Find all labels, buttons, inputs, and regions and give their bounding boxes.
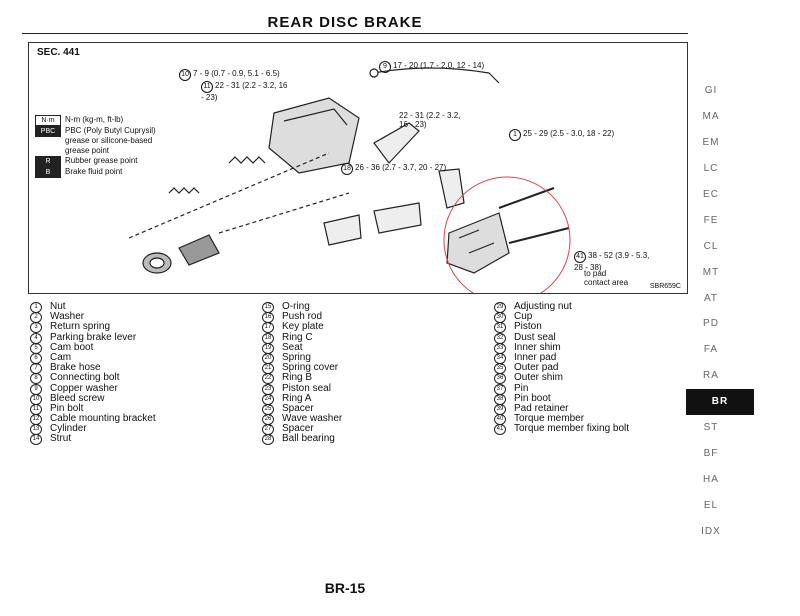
section-tab-st[interactable]: ST [703,422,719,434]
section-index-tabs: GI MA EM LC EC FE CL MT AT PD FA RA BR ST BF HA EL IDX [686,78,754,544]
page-title: REAR DISC BRAKE [267,14,423,31]
section-tab-pd[interactable]: PD [703,318,719,330]
section-tab-ec[interactable]: EC [703,189,719,200]
rubber-grease-icon: R [35,156,61,167]
section-tab-at[interactable]: AT [703,292,719,304]
section-tab-cl[interactable]: CL [703,240,719,252]
section-tab-fa[interactable]: FA [703,344,719,356]
section-tab-fe[interactable]: FE [703,214,719,226]
section-tab-ma[interactable]: MA [702,111,720,123]
pbc-grease-icon: PBC [35,126,61,137]
section-tab-bf[interactable]: BF [703,447,719,459]
section-tab-ra[interactable]: RA [703,370,719,382]
pad-note: to pad contact area [584,269,629,287]
section-tab-mt[interactable]: MT [702,266,720,278]
section-tab-lc[interactable]: LC [703,163,719,175]
section-label: SEC. 441 [37,47,80,58]
section-tab-idx[interactable]: IDX [701,525,721,537]
torque-callout: 22 - 31 (2.2 - 3.2, 16 - 23) [399,111,461,129]
section-tab-ha[interactable]: HA [703,473,719,485]
title-divider [22,33,688,34]
torque-symbol-icon: N·m [35,115,61,126]
figure-code: SBR659C [649,283,681,290]
page-number: BR-15 [324,580,366,596]
section-tab-el[interactable]: EL [703,499,719,511]
section-tab-br[interactable]: BR [686,388,754,415]
section-tab-em[interactable]: EM [702,137,720,149]
brake-fluid-icon: B [35,167,61,178]
section-tab-gi[interactable]: GI [704,85,718,97]
